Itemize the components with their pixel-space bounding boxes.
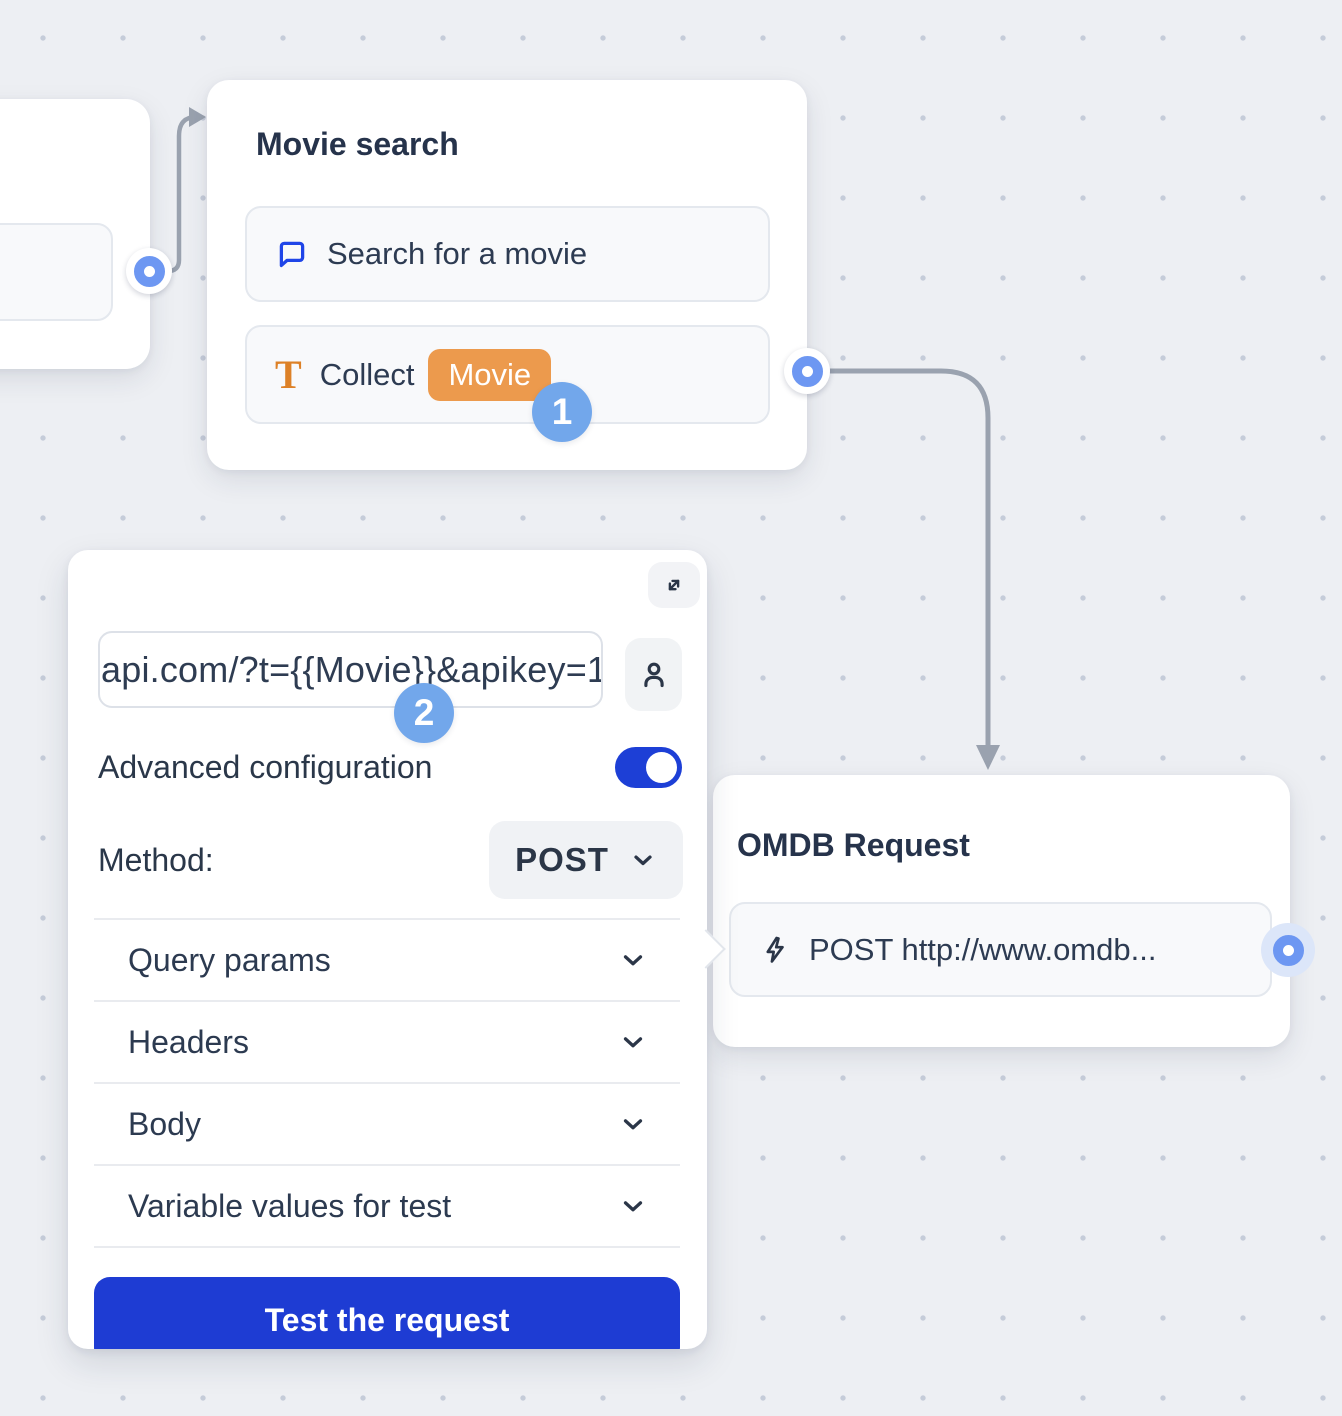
webhook-config-panel: api.com/?t={{Movie}}&apikey=1 Advanced c…: [68, 550, 707, 1349]
output-port-omdb-node[interactable]: [1261, 923, 1315, 977]
port-ring-icon: [791, 355, 823, 387]
omdb-node-row-webhook[interactable]: POST http://www.omdb...: [729, 902, 1272, 997]
section-body[interactable]: Body: [94, 1082, 680, 1164]
section-label: Body: [128, 1105, 201, 1142]
movie-node-row-question[interactable]: Search for a movie: [245, 206, 770, 302]
output-port-movie-node[interactable]: [784, 348, 830, 394]
row-label: POST http://www.omdb...: [809, 931, 1157, 967]
config-sections: Query params Headers Body Variable value…: [94, 918, 680, 1248]
person-button[interactable]: [625, 638, 682, 711]
step-badge-1: 1: [532, 382, 592, 442]
chevron-down-icon: [623, 1119, 643, 1130]
omdb-request-node[interactable]: OMDB Request POST http://www.omdb...: [713, 775, 1290, 1047]
chat-bubble-icon: [275, 237, 309, 271]
url-input[interactable]: api.com/?t={{Movie}}&apikey=1: [98, 631, 603, 708]
expand-icon: [668, 579, 680, 591]
step-badge-2: 2: [394, 683, 454, 743]
method-row: Method: POST: [98, 821, 683, 899]
method-value: POST: [515, 841, 609, 878]
node-title: OMDB Request: [737, 827, 970, 863]
movie-search-node[interactable]: Movie search Search for a movie T Collec…: [207, 80, 807, 470]
section-label: Query params: [128, 941, 331, 978]
method-select[interactable]: POST: [489, 821, 683, 899]
connector-movie-to-omdb: [812, 368, 991, 746]
movie-node-row-collect[interactable]: T Collect Movie: [245, 325, 770, 424]
chevron-down-icon: [623, 1201, 643, 1212]
url-input-value: api.com/?t={{Movie}}&apikey=1: [101, 648, 603, 690]
row-label: Search for a movie: [327, 236, 588, 271]
chevron-down-icon: [634, 855, 652, 866]
variable-badge[interactable]: Movie: [428, 348, 552, 401]
advanced-configuration-label: Advanced configuration: [98, 748, 433, 785]
advanced-configuration-toggle[interactable]: [615, 746, 682, 788]
method-label: Method:: [98, 841, 214, 878]
port-ring-icon: [133, 255, 165, 287]
expand-button[interactable]: [648, 562, 700, 608]
section-label: Headers: [128, 1023, 249, 1060]
toggle-knob: [646, 751, 677, 783]
arrowhead-down-icon: [976, 745, 1000, 770]
chevron-down-icon: [623, 955, 643, 966]
text-icon: T: [275, 351, 302, 397]
row-label: Collect: [319, 356, 415, 392]
output-port-left-node[interactable]: [126, 248, 172, 294]
port-ring-icon: [1272, 934, 1304, 966]
chevron-down-icon: [623, 1037, 643, 1048]
advanced-configuration-row: Advanced configuration: [98, 746, 682, 788]
section-variable-values[interactable]: Variable values for test: [94, 1164, 680, 1248]
lightning-icon: [759, 934, 791, 966]
partial-node-row[interactable]: [0, 223, 113, 321]
section-headers[interactable]: Headers: [94, 1000, 680, 1082]
connector-left-to-movie: [152, 114, 197, 274]
test-request-button[interactable]: Test the request: [94, 1277, 680, 1349]
section-label: Variable values for test: [128, 1187, 452, 1224]
person-icon: [643, 662, 664, 687]
arrowhead-right-icon: [189, 107, 206, 127]
node-title: Movie search: [256, 126, 459, 162]
section-query-params[interactable]: Query params: [94, 918, 680, 1000]
partial-node-left[interactable]: [0, 99, 150, 369]
